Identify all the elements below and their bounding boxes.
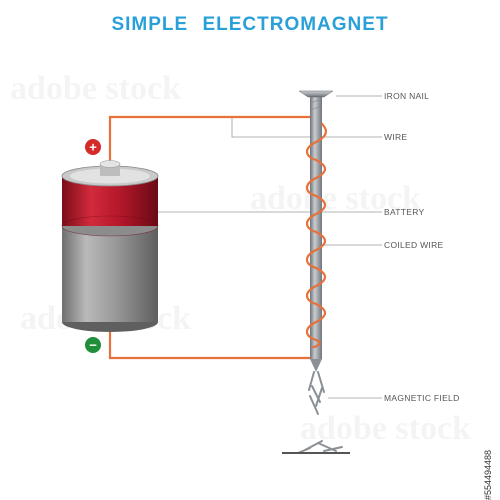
label-magnetic-field: MAGNETIC FIELD — [384, 393, 460, 403]
leader-line-wire — [231, 117, 382, 138]
page-title: SIMPLE ELECTROMAGNET — [111, 14, 389, 35]
label-battery: BATTERY — [384, 207, 425, 217]
stock-id: #554494488 — [483, 449, 493, 500]
battery — [61, 160, 159, 332]
label-coiled-wire: COILED WIRE — [384, 240, 444, 250]
leader-lines — [128, 95, 382, 399]
positive-terminal-icon — [85, 139, 101, 155]
negative-terminal-icon — [85, 337, 101, 353]
label-wire: WIRE — [384, 132, 408, 142]
scattered-nails — [297, 440, 343, 454]
label-iron-nail: IRON NAIL — [384, 91, 430, 101]
coiled-wire — [305, 122, 327, 349]
negative-sign: − — [89, 338, 97, 353]
positive-sign: + — [89, 140, 97, 155]
magnetic-field-nails — [308, 371, 325, 415]
